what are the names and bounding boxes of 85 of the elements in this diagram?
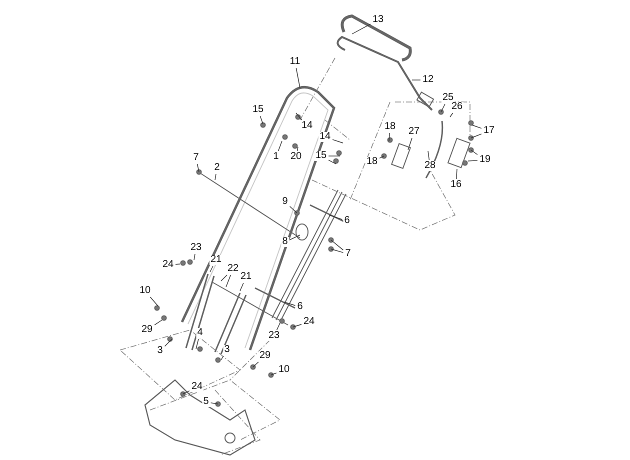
leader-line xyxy=(472,124,482,129)
leader-line xyxy=(440,104,446,112)
callout-number: 15 xyxy=(251,105,265,115)
leader-line xyxy=(408,138,412,150)
callout-number: 3 xyxy=(223,345,231,355)
leader-line xyxy=(196,338,199,350)
leader-line xyxy=(332,139,344,144)
leader-line xyxy=(220,274,228,282)
callout-number: 4 xyxy=(196,328,204,338)
callout-number: 20 xyxy=(289,152,303,162)
callout-number: 29 xyxy=(140,325,154,335)
callout-number: 2 xyxy=(213,163,221,173)
callout-number: 24 xyxy=(161,260,175,270)
leader-line xyxy=(456,168,458,180)
callout-number: 16 xyxy=(449,180,463,190)
callout-number: 21 xyxy=(239,272,253,282)
callout-number: 24 xyxy=(302,317,316,327)
callout-number: 22 xyxy=(226,264,240,274)
callout-number: 12 xyxy=(421,75,435,85)
callout-number: 23 xyxy=(267,331,281,341)
callout-number: 11 xyxy=(288,57,302,67)
leader-line xyxy=(276,322,280,330)
callout-number: 26 xyxy=(450,102,464,112)
callout-number: 18 xyxy=(383,122,397,132)
callout-number: 19 xyxy=(478,155,492,165)
leader-line xyxy=(196,164,200,172)
leader-line xyxy=(270,372,277,376)
leader-line xyxy=(470,134,482,138)
leader-line xyxy=(328,214,343,220)
callout-number: 8 xyxy=(281,237,289,247)
leader-line xyxy=(214,174,216,180)
callout-number: 28 xyxy=(423,161,437,171)
leader-line xyxy=(260,116,264,124)
leader-line xyxy=(150,296,158,306)
leader-line xyxy=(240,282,244,292)
leader-line xyxy=(210,402,218,404)
leader-line xyxy=(450,112,454,118)
leader-line xyxy=(220,356,224,360)
leader-line xyxy=(292,324,302,328)
leader-line xyxy=(164,338,172,347)
callout-number: 7 xyxy=(192,153,200,163)
callout-number: 9 xyxy=(281,197,289,207)
leader-line xyxy=(194,254,196,260)
leader-line xyxy=(210,266,214,272)
callout-number: 21 xyxy=(209,255,223,265)
leader-line xyxy=(154,320,162,326)
leader-line xyxy=(468,160,478,162)
leader-line xyxy=(330,240,344,250)
leader-line xyxy=(289,206,298,214)
callout-number: 3 xyxy=(156,346,164,356)
leader-line xyxy=(388,132,390,142)
callout-number: 7 xyxy=(344,249,352,259)
leader-line xyxy=(284,302,296,306)
callout-number: 18 xyxy=(365,157,379,167)
leader-line xyxy=(182,390,190,394)
callout-number: 29 xyxy=(258,351,272,361)
callout-number: 27 xyxy=(407,127,421,137)
callout-number: 6 xyxy=(296,302,304,312)
leader-line xyxy=(175,264,180,265)
callout-number: 6 xyxy=(343,216,351,226)
leader-line xyxy=(252,362,259,368)
callout-number: 14 xyxy=(318,132,332,142)
leader-line xyxy=(379,156,384,159)
callout-number: 25 xyxy=(441,93,455,103)
leader-line xyxy=(296,112,302,120)
leader-line xyxy=(226,274,232,288)
callout-number: 15 xyxy=(314,151,328,161)
callout-number: 5 xyxy=(202,397,210,407)
leader-line xyxy=(470,150,478,155)
callout-number: 10 xyxy=(138,286,152,296)
callout-number: 1 xyxy=(272,152,280,162)
leader-line xyxy=(352,24,371,34)
leader-line xyxy=(330,248,344,253)
leader-line xyxy=(296,146,298,152)
leader-line xyxy=(328,160,336,164)
callout-number: 14 xyxy=(300,121,314,131)
leader-line xyxy=(428,150,430,160)
callout-number: 10 xyxy=(277,365,291,375)
callout-number: 17 xyxy=(482,126,496,136)
leader-line xyxy=(278,140,282,152)
callout-number: 24 xyxy=(190,382,204,392)
leader-line xyxy=(289,234,300,240)
leader-line xyxy=(296,68,300,88)
callout-number: 23 xyxy=(189,243,203,253)
callout-number: 13 xyxy=(371,15,385,25)
